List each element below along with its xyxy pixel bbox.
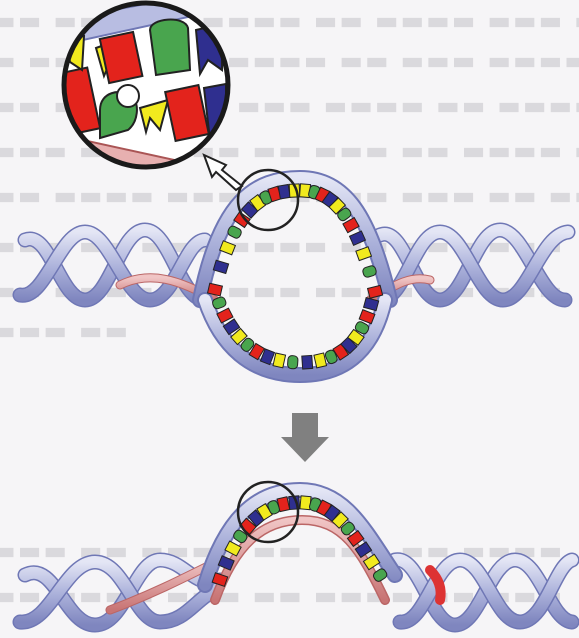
base-block (362, 265, 377, 278)
base-block (213, 260, 228, 273)
base-block (278, 184, 290, 198)
magnifier-zoom-icon (58, 0, 228, 200)
down-arrow-icon (281, 413, 329, 462)
left-helix-segment (20, 230, 215, 300)
base-block (356, 247, 372, 261)
base-block (220, 241, 236, 255)
open-bubble-helix (20, 155, 568, 375)
base-block (302, 355, 313, 369)
base-block (273, 353, 286, 368)
base-block (208, 283, 223, 296)
right-helix-segment (370, 230, 568, 300)
magnifier-pointer-icon (204, 155, 242, 190)
base-block (314, 353, 327, 368)
base-block (287, 355, 298, 369)
bent-helix (20, 482, 572, 625)
base-block (277, 497, 290, 512)
